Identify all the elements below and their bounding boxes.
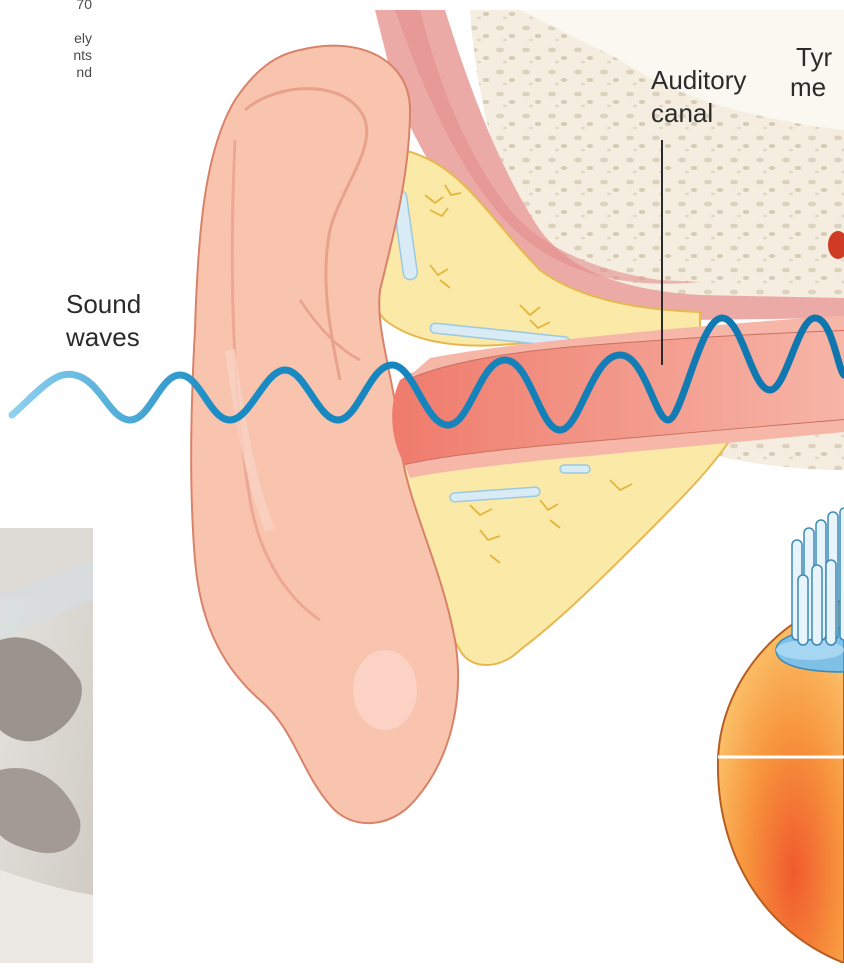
article-line [0, 13, 92, 30]
auditory-canal-label-line2: canal [651, 98, 713, 128]
photo-inset [0, 528, 93, 963]
article-line: nd [0, 64, 92, 81]
article-line: 70 [0, 0, 92, 13]
article-text-fragment: 70 ely nts nd [0, 0, 92, 81]
sound-waves-label-line2: waves [66, 322, 140, 352]
article-line: nts [0, 47, 92, 64]
hair-cell [718, 508, 844, 963]
article-line: ely [0, 30, 92, 47]
tympanic-membrane-label-line2: me [790, 72, 826, 102]
tympanic-membrane-label-line1: Tyr [796, 42, 832, 72]
sound-waves-label-line1: Sound [66, 289, 141, 319]
stereocilia [792, 508, 844, 645]
auditory-canal-label-line1: Auditory [651, 65, 746, 95]
